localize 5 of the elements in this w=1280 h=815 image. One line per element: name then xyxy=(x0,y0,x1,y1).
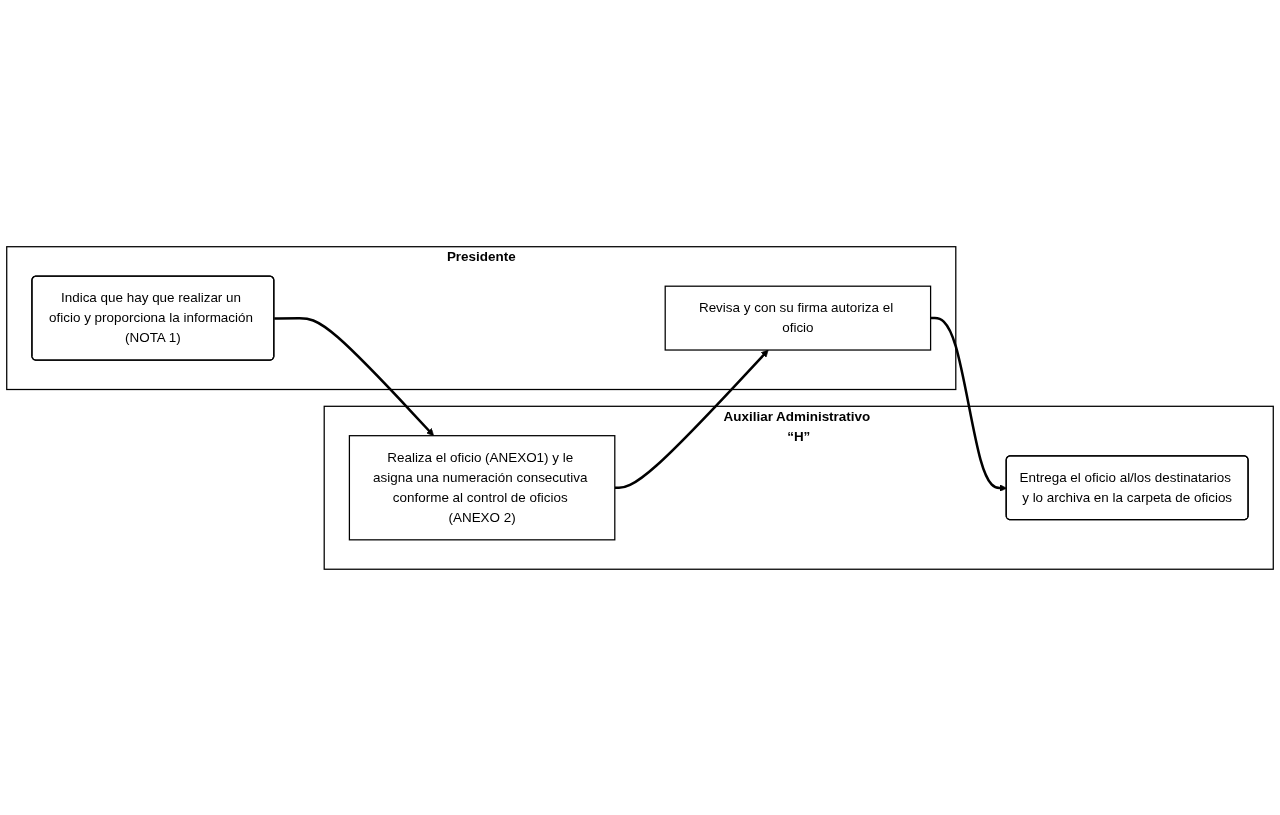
arrow xyxy=(930,316,1007,492)
arrow xyxy=(614,349,769,489)
node-box: Realiza el oficio (ANEXO1) y le asigna una numeración consecutiva conforme al control de oficios (ANEXO 2) xyxy=(348,434,616,540)
arrow xyxy=(274,316,434,436)
node-box: Revisa y con su firma autoriza el oficio xyxy=(664,285,932,351)
